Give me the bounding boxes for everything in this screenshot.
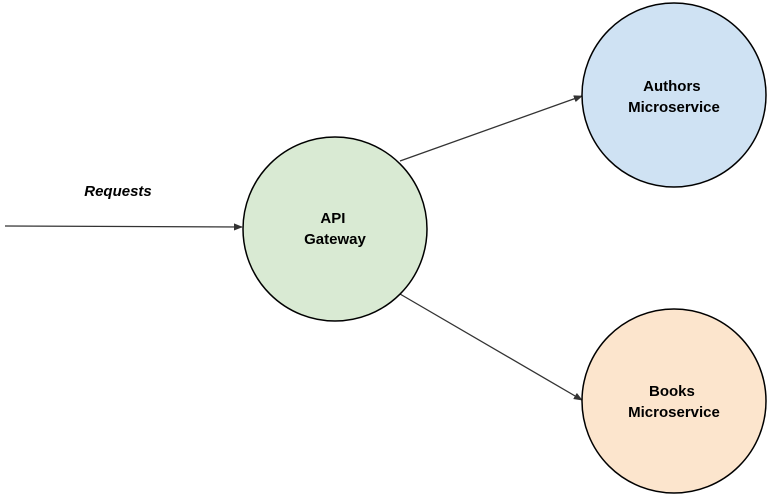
api-gateway-circle (242, 136, 428, 322)
api-gateway-node: API Gateway (242, 136, 428, 322)
api-gateway-label-line2: Gateway (304, 231, 366, 248)
books-microservice-label-line2: Microservice (628, 404, 720, 421)
requests-arrow (4, 223, 243, 231)
books-microservice-label-line1: Books (649, 383, 695, 400)
requests-label: Requests (84, 183, 152, 200)
authors-microservice-label-line2: Microservice (628, 99, 720, 116)
gateway-to-authors-arrow (399, 95, 583, 162)
books-microservice-node: Books Microservice (581, 308, 767, 494)
authors-microservice-label: Authors Microservice (628, 78, 720, 116)
authors-microservice-node: Authors Microservice (581, 2, 767, 188)
authors-microservice-label-line1: Authors (643, 78, 701, 95)
gateway-to-books-arrow (399, 293, 583, 401)
books-microservice-label: Books Microservice (628, 383, 720, 421)
api-gateway-label-line1: API (320, 210, 345, 227)
api-gateway-label: API Gateway (304, 210, 366, 248)
books-microservice-circle (581, 308, 767, 494)
authors-microservice-circle (581, 2, 767, 188)
